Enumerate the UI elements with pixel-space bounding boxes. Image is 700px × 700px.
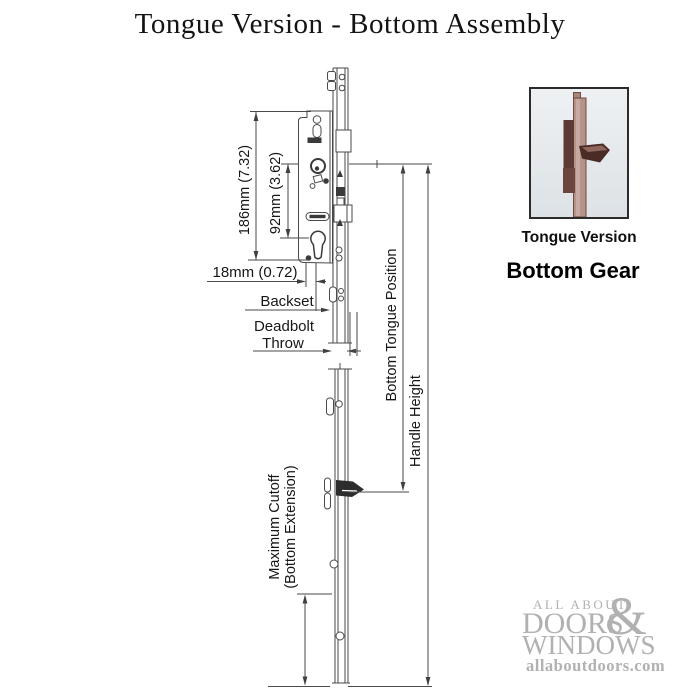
dimension-bottom-tongue-position xyxy=(349,164,409,493)
tongue-gear-photo xyxy=(563,92,610,218)
bottom-tongue-drawing xyxy=(336,480,364,497)
watermark-url: allaboutdoors.com xyxy=(526,656,666,675)
dimension-backset xyxy=(245,307,330,313)
top-latch-keeper xyxy=(335,129,352,153)
dimension-186mm xyxy=(248,111,311,261)
label-throw: Throw xyxy=(262,335,304,352)
watermark-doors: DOORS xyxy=(522,607,624,640)
inset-title: Bottom Gear xyxy=(506,258,640,283)
handle-reference-line xyxy=(349,160,432,168)
dimension-92mm xyxy=(280,163,309,239)
watermark-windows: WINDOWS xyxy=(522,630,656,660)
inset-caption: Tongue Version xyxy=(521,229,637,246)
top-rail-drawing xyxy=(327,67,358,356)
label-bottom-extension: (Bottom Extension) xyxy=(283,465,299,588)
dimension-maximum-cutoff xyxy=(297,593,332,686)
label-backset: Backset xyxy=(260,293,314,310)
label-186mm: 186mm (7.32) xyxy=(237,145,253,235)
tongue-icon xyxy=(579,143,610,163)
bottom-rail-drawing xyxy=(324,363,364,684)
euro-cylinder-hole xyxy=(310,230,326,260)
watermark-all-about: ALL ABOUT xyxy=(533,597,628,612)
watermark-ampersand: & xyxy=(605,586,648,646)
dimension-handle-height xyxy=(425,164,431,686)
label-deadbolt: Deadbolt xyxy=(254,318,315,335)
dimension-deadbolt-throw xyxy=(253,348,361,354)
dimension-18mm xyxy=(207,263,326,311)
label-92mm: 92mm (3.62) xyxy=(268,152,284,234)
deadbolt-drawing xyxy=(333,204,353,223)
page-title: Tongue Version - Bottom Assembly xyxy=(134,8,566,40)
label-maximum-cutoff: Maximum Cutoff xyxy=(267,473,283,579)
label-handle-height: Handle Height xyxy=(408,375,424,467)
spindle-hole xyxy=(310,158,326,174)
product-photo-inset xyxy=(529,87,629,219)
gearbox-case-drawing xyxy=(298,110,333,264)
label-18mm: 18mm (0.72) xyxy=(212,264,297,281)
label-bottom-tongue-position: Bottom Tongue Position xyxy=(384,249,400,402)
